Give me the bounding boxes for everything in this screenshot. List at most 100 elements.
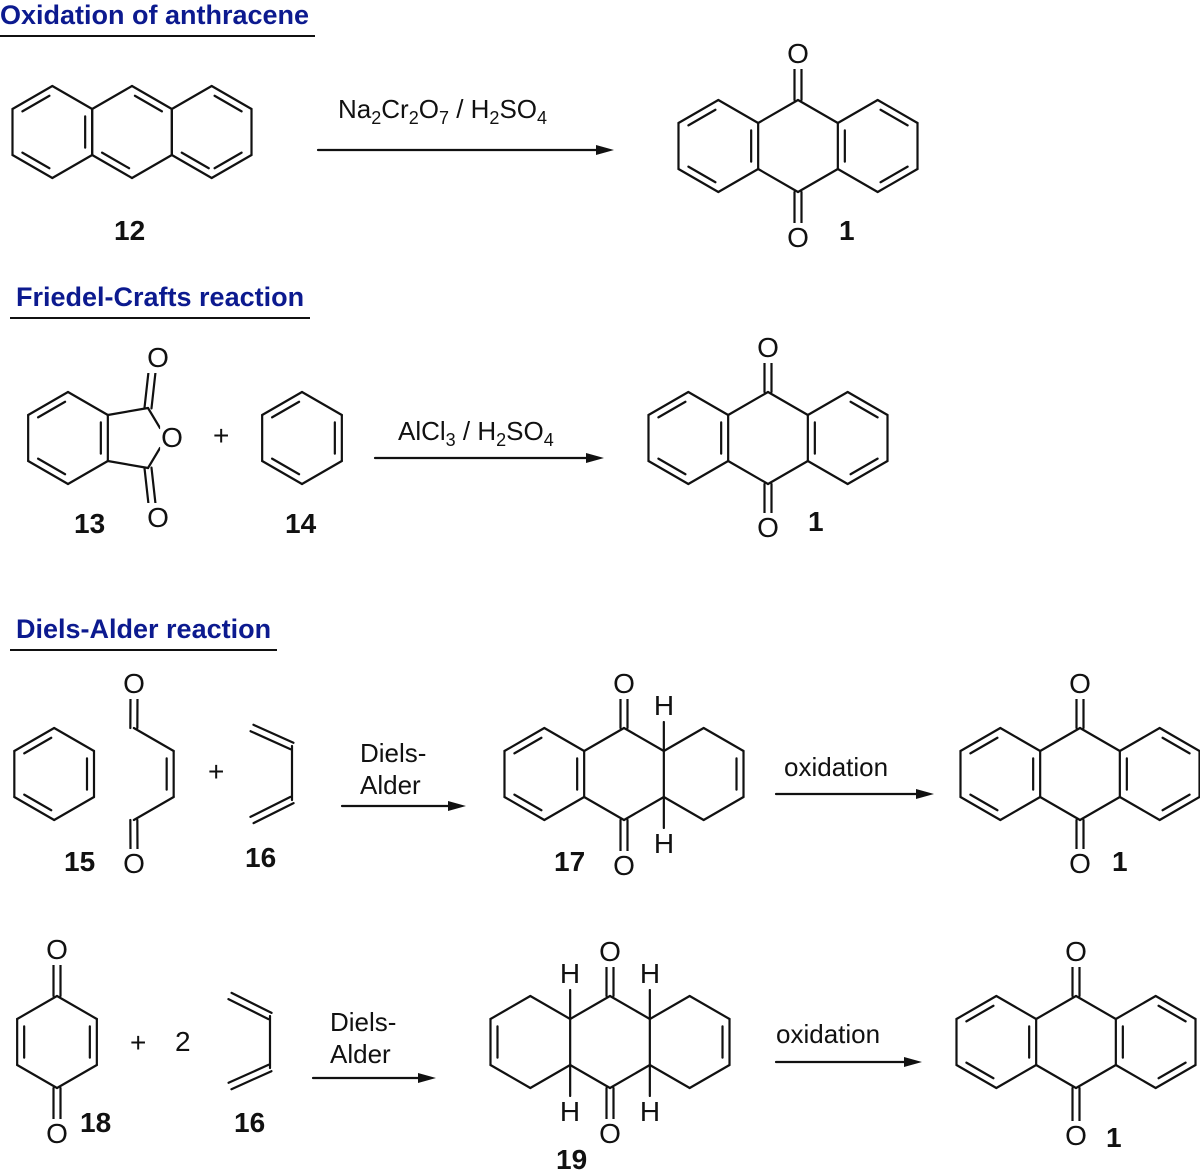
ring-double-bond (966, 1063, 993, 1079)
benzene-ring-bond (688, 392, 728, 415)
ring-double-bond (38, 402, 65, 418)
oxygen-atom: O (598, 937, 622, 967)
ring-double-bond (970, 795, 997, 811)
oxygen-atom: O (146, 503, 170, 533)
bond (690, 996, 730, 1019)
arrow-head (596, 145, 614, 155)
bond (1036, 1065, 1076, 1088)
compound-label-13: 13 (74, 508, 105, 540)
bond (1076, 996, 1116, 1019)
bond (758, 100, 798, 123)
diene-double-bond (229, 1065, 269, 1083)
benzene-ring-bond (838, 169, 878, 192)
hydrogen-atom: H (639, 959, 661, 989)
benzene-ring-bond (808, 392, 848, 415)
ring-double-bond (881, 110, 908, 126)
bond (108, 408, 148, 415)
reagent-oxidation-2: oxidation (776, 1019, 880, 1049)
diene-double-bond (253, 725, 293, 743)
bond (134, 728, 174, 751)
benzene-ring-bond (68, 461, 108, 484)
benzene-ring-bond (1116, 1065, 1156, 1088)
ring-double-bond (1163, 738, 1190, 754)
bond (650, 996, 690, 1019)
ring-double-bond (688, 110, 715, 126)
compound-label-16: 16 (234, 1107, 265, 1139)
compound-label-12: 12 (114, 215, 145, 247)
compound-label-1: 1 (839, 215, 855, 247)
oxygen-atom: O (612, 851, 636, 881)
benzene-ring-bond (718, 169, 758, 192)
benzene-ring-bond (68, 392, 108, 415)
bond (1080, 797, 1120, 820)
bond (610, 996, 650, 1019)
ring-oxygen-atom: O (160, 423, 184, 453)
bond (664, 797, 704, 820)
compound-label-15: 15 (64, 846, 95, 878)
oxygen-atom: O (786, 223, 810, 253)
carbonyl-bond (145, 468, 149, 504)
compound-label-1: 1 (808, 506, 824, 538)
ring-double-bond (881, 167, 908, 183)
anthracene-ring-bond (132, 155, 172, 178)
ring-double-bond (658, 402, 685, 418)
ring-double-bond (1159, 1006, 1186, 1022)
benzene-ring-bond (302, 392, 342, 415)
ring-double-bond (272, 459, 299, 475)
ring-bond (17, 1065, 57, 1088)
section-title-diels-alder: Diels-Alder reaction (10, 614, 277, 651)
compound-label-18: 18 (80, 1107, 111, 1139)
ring-double-bond (658, 459, 685, 475)
section-title-friedel-crafts: Friedel-Crafts reaction (10, 282, 310, 319)
bond (758, 169, 798, 192)
bond (1040, 728, 1080, 751)
oxygen-atom: O (598, 1119, 622, 1149)
oxygen-atom: O (45, 1119, 69, 1149)
ring-double-bond (135, 96, 162, 112)
bond (798, 100, 838, 123)
bond (530, 1065, 570, 1088)
ring-double-bond (24, 795, 51, 811)
arrow-head (904, 1057, 922, 1067)
carbonyl-bond (145, 372, 149, 408)
arrow-head (448, 801, 466, 811)
oxygen-atom: O (756, 333, 780, 363)
anthracene-ring-bond (52, 86, 92, 109)
bond (134, 797, 174, 820)
ring-bond (17, 996, 57, 1019)
ring-double-bond (514, 738, 541, 754)
oxygen-atom: O (122, 849, 146, 879)
ring-bond (57, 996, 97, 1019)
benzene-ring-bond (1120, 797, 1160, 820)
ring-double-bond (22, 153, 49, 169)
ring-double-bond (38, 459, 65, 475)
benzene-ring-bond (544, 728, 584, 751)
benzene-ring-bond (718, 100, 758, 123)
ring-double-bond (272, 402, 299, 418)
hydrogen-atom: H (559, 959, 581, 989)
oxygen-atom: O (612, 669, 636, 699)
compound-label-1: 1 (1106, 1122, 1122, 1154)
stoichiometric-coefficient: 2 (175, 1026, 191, 1058)
bond (624, 797, 664, 820)
ring-double-bond (851, 402, 878, 418)
anhydride-bond (148, 408, 160, 428)
bond (768, 461, 808, 484)
benzene-ring-bond (1120, 728, 1160, 751)
hydrogen-atom: H (653, 691, 675, 721)
oxygen-atom: O (756, 513, 780, 543)
ring-double-bond (215, 153, 242, 169)
anthracene-ring-bond (92, 86, 132, 109)
ring-double-bond (1159, 1063, 1186, 1079)
plus-sign: + (213, 420, 229, 452)
bond (798, 169, 838, 192)
benzene-ring-bond (838, 100, 878, 123)
ring-double-bond (514, 795, 541, 811)
compound-label-19: 19 (556, 1144, 587, 1176)
compound-label-16: 16 (245, 842, 276, 874)
bond (490, 996, 530, 1019)
diene-double-bond (251, 731, 291, 749)
anhydride-bond (148, 448, 160, 468)
bond (690, 1065, 730, 1088)
benzene-ring-bond (54, 728, 94, 751)
